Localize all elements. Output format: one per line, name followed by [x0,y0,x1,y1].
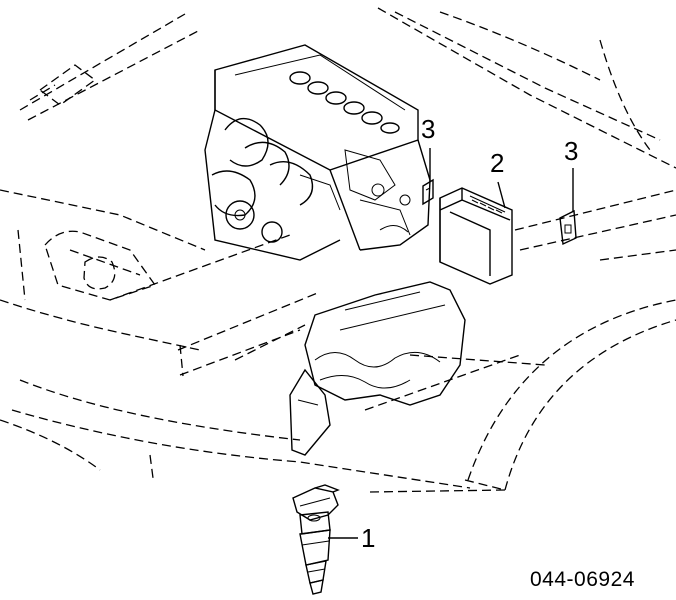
transmission-case [289,281,466,456]
ecu-module [439,187,513,285]
engine-block [204,44,431,261]
sensor-left-part [422,178,434,206]
leader-lines [328,148,574,539]
callout-sensor-right: 3 [564,136,578,166]
sensor-right-part [559,209,577,246]
callout-ignition-coil: 1 [361,523,375,553]
callout-sensor-left: 3 [421,114,435,144]
ignition-coil-part [292,484,340,595]
vehicle-body-outline [0,7,676,493]
callout-ecu: 2 [490,148,504,178]
diagram-part-number: 044-06924 [530,568,635,591]
